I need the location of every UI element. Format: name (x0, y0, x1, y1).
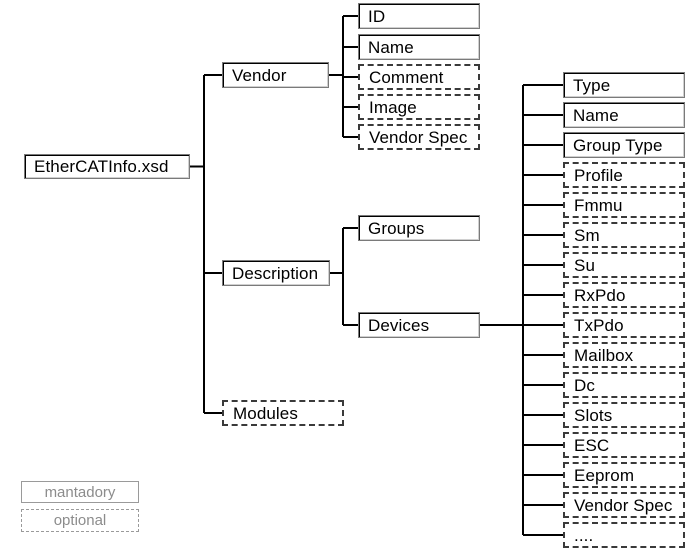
node-device-sm: Sm (563, 222, 685, 248)
node-device-group-type: Group Type (563, 132, 685, 158)
legend-optional: optional (21, 509, 139, 532)
node-vendor-comment: Comment (358, 64, 480, 90)
node-vendor: Vendor (222, 62, 329, 88)
node-device-name: Name (563, 102, 685, 128)
node-modules: Modules (222, 400, 344, 426)
node-description-groups: Groups (358, 215, 480, 241)
node-root-ethercatinfo-xsd: EtherCATInfo.xsd (24, 154, 190, 179)
node-vendor-id: ID (358, 3, 480, 29)
node-device-dc: Dc (563, 372, 685, 398)
node-device-profile: Profile (563, 162, 685, 188)
node-device-su: Su (563, 252, 685, 278)
node-description-devices: Devices (358, 312, 480, 338)
node-device-fmmu: Fmmu (563, 192, 685, 218)
node-device-esc: ESC (563, 432, 685, 458)
node-device-slots: Slots (563, 402, 685, 428)
node-vendor-image: Image (358, 94, 480, 120)
node-device-type: Type (563, 72, 685, 98)
node-device-eeprom: Eeprom (563, 462, 685, 488)
legend-mandatory: mantadory (21, 481, 139, 503)
node-device-txpdo: TxPdo (563, 312, 685, 338)
node-device-vendor-spec: Vendor Spec (563, 492, 685, 518)
node-device-mailbox: Mailbox (563, 342, 685, 368)
node-description: Description (222, 260, 330, 286)
node-vendor-vendor-spec: Vendor Spec (358, 124, 480, 150)
node-device-rxpdo: RxPdo (563, 282, 685, 308)
node-device-dots: .... (563, 522, 685, 548)
node-vendor-name: Name (358, 34, 480, 60)
